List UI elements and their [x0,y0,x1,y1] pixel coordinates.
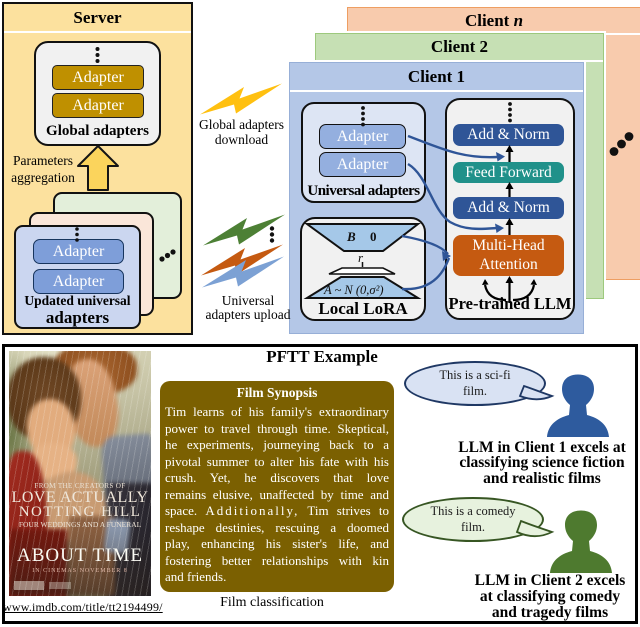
svg-text:B: B [346,229,356,244]
svg-text:r: r [358,250,364,265]
svg-text:A ~ N (0,σ²): A ~ N (0,σ²) [323,283,384,297]
svg-text:0: 0 [370,229,377,244]
